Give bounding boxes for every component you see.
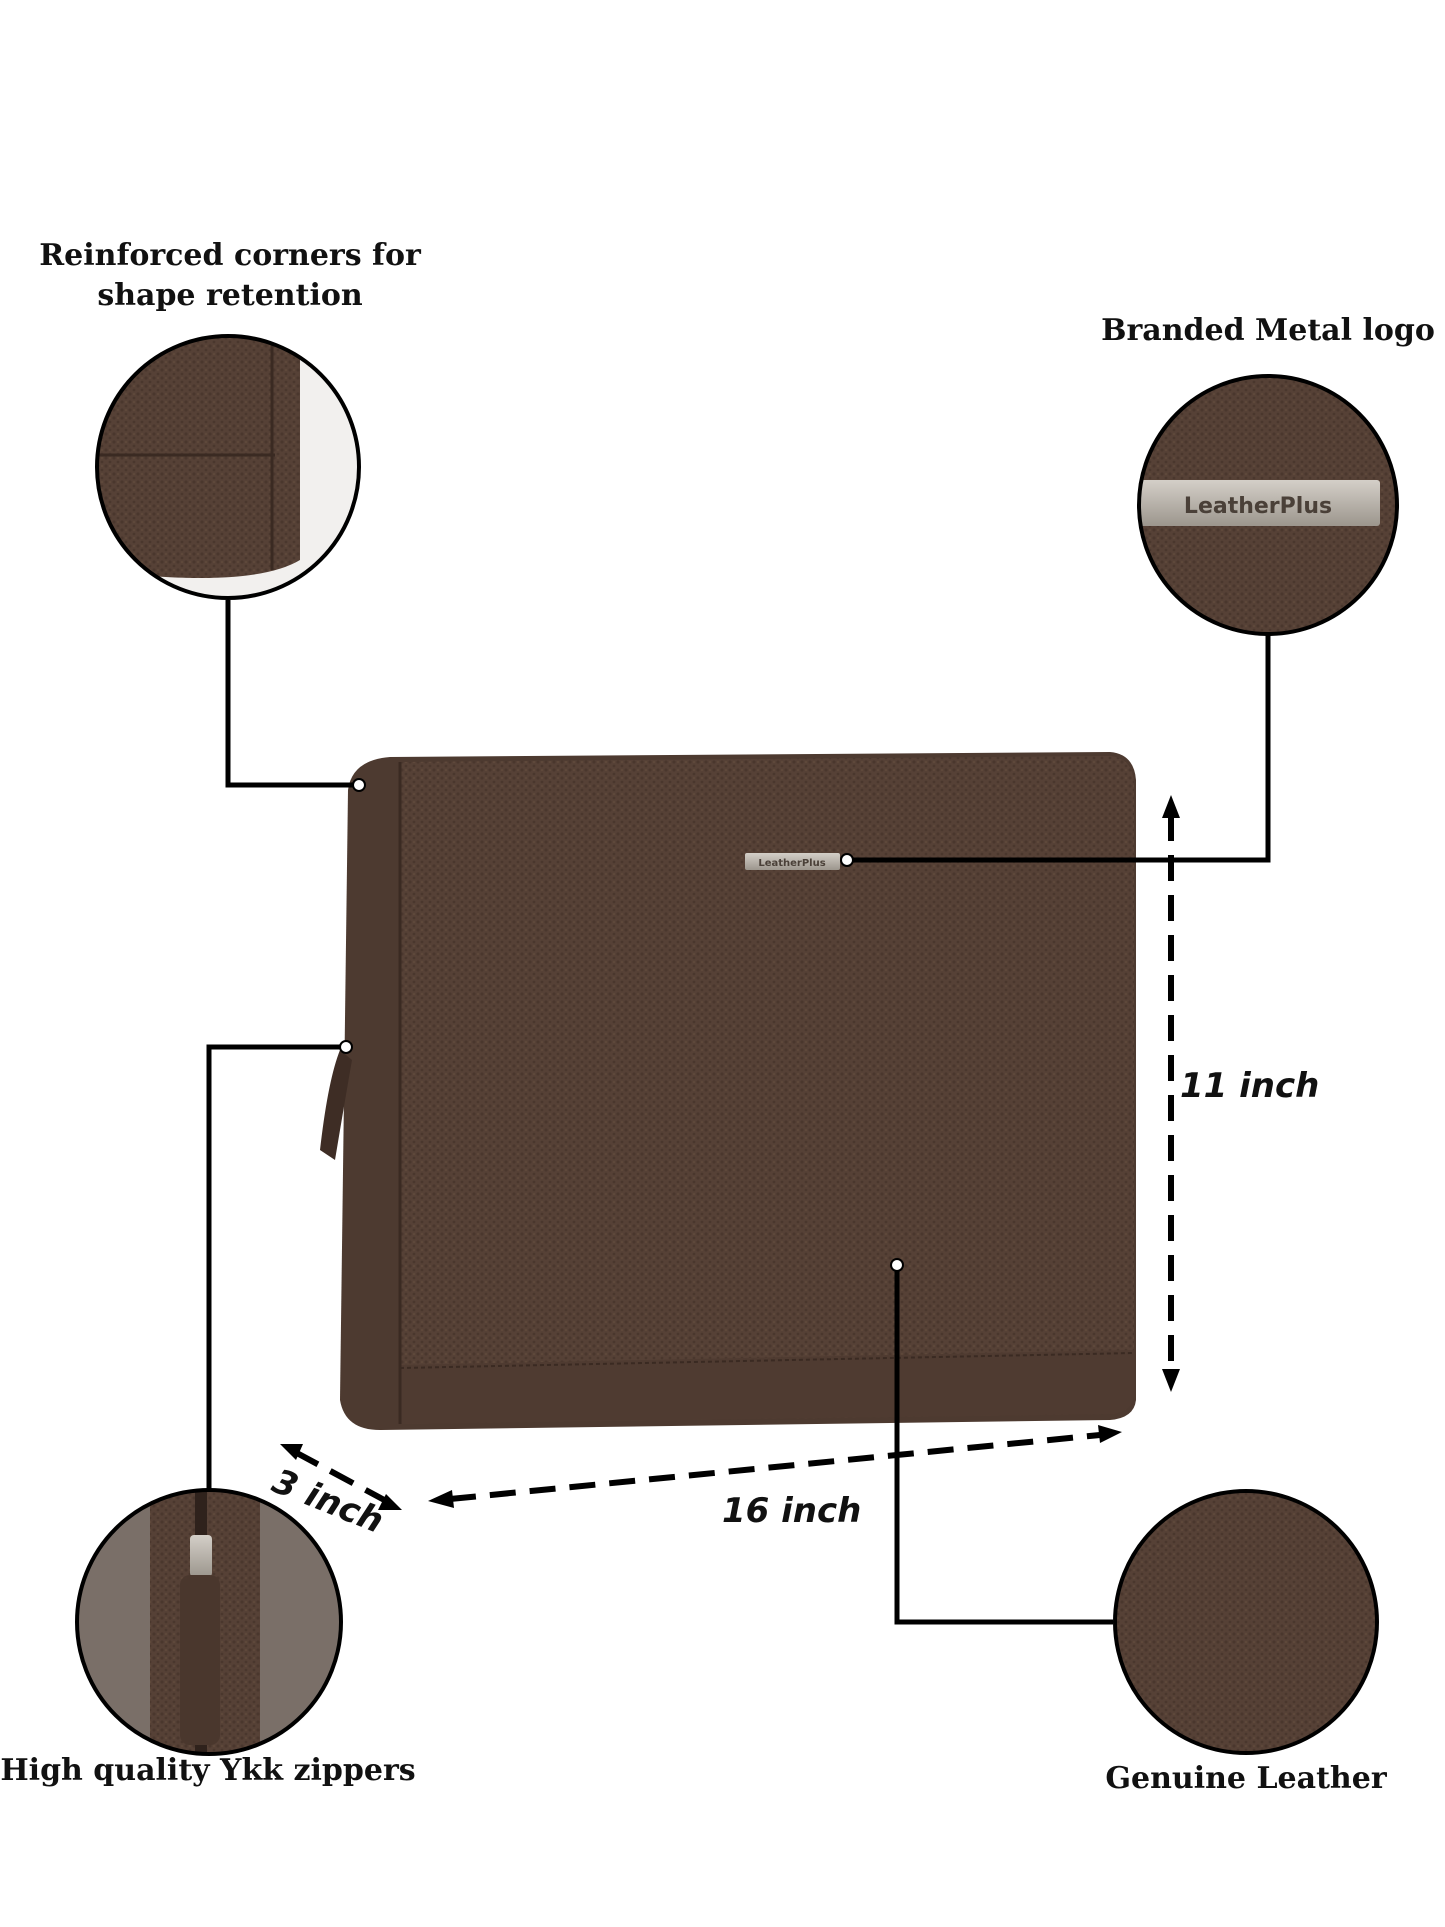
arrow-down-icon: [1162, 1369, 1180, 1392]
depth-dimension-line: [293, 1449, 390, 1505]
width-label: 16 inch: [722, 1491, 861, 1531]
connector-zippers: [206, 1044, 346, 1489]
bag-logo-text: LeatherPlus: [758, 858, 825, 869]
connector-logo: [847, 635, 1271, 863]
width-dimension-line: [449, 1432, 1101, 1502]
arrow-left-icon: [280, 1444, 303, 1460]
zipper-pull-icon: [320, 1050, 352, 1160]
corners-label-line1: Reinforced corners for: [39, 238, 422, 273]
zippers-label: High quality Ykk zippers: [0, 1753, 415, 1788]
connector-leather: [894, 1265, 1113, 1625]
corners-label-line2: shape retention: [97, 278, 363, 313]
detail-circle-corners: [95, 334, 361, 600]
logo-closeup-text: LeatherPlus: [1184, 494, 1332, 519]
leather-label: Genuine Leather: [1105, 1761, 1387, 1796]
detail-circle-logo: LeatherPlus: [1137, 374, 1399, 636]
arrow-right-icon: [1098, 1425, 1122, 1443]
connector-lines: [206, 600, 1271, 1625]
detail-circle-leather: [1113, 1489, 1379, 1755]
height-label: 11 inch: [1180, 1066, 1319, 1106]
callout-dot: [352, 778, 366, 792]
callout-dot: [339, 1040, 353, 1054]
connector-corners: [225, 600, 359, 788]
arrow-up-icon: [1162, 795, 1180, 818]
logo-label: Branded Metal logo: [1101, 313, 1435, 348]
arrow-right-icon: [378, 1494, 402, 1510]
callout-dot: [890, 1258, 904, 1272]
callout-dot: [840, 853, 854, 867]
laptop-sleeve-bag: LeatherPlus: [320, 752, 1136, 1430]
arrowheads: [280, 795, 1180, 1510]
arrow-left-icon: [428, 1490, 454, 1508]
detail-circle-zippers: [75, 1488, 343, 1756]
metal-logo-plate: [745, 853, 840, 870]
dimension-lines: [293, 815, 1174, 1505]
